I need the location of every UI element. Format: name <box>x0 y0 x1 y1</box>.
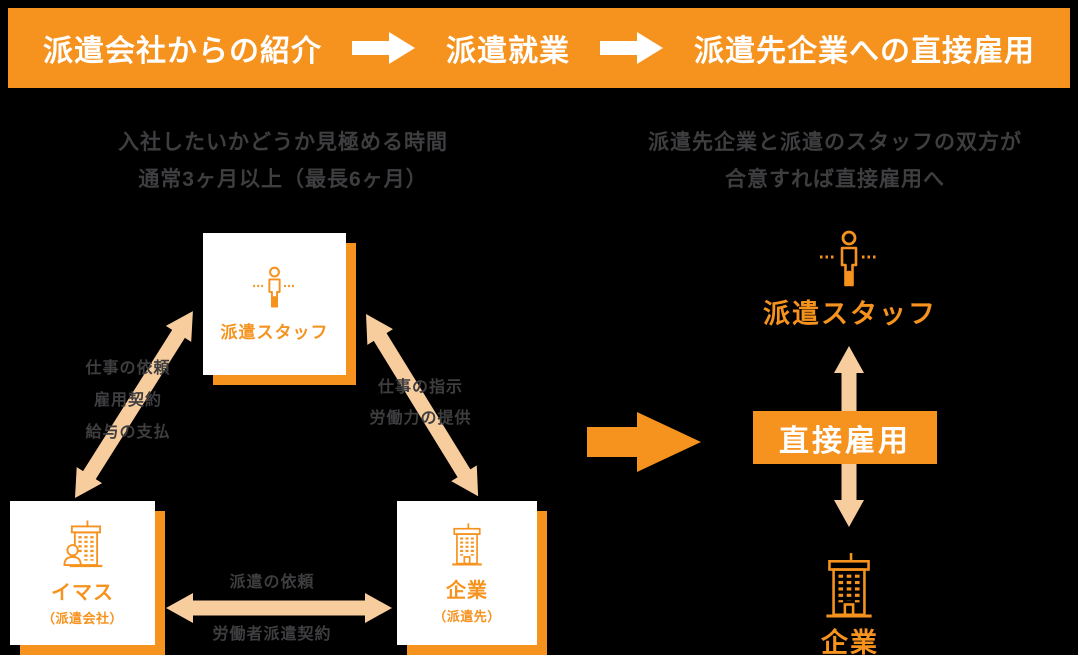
building-person-icon <box>62 520 102 568</box>
right-subtitle: 派遣先企業と派遣のスタッフの双方が 合意すれば直接雇用へ <box>610 124 1060 198</box>
left-subtitle-line1: 入社したいかどうか見極める時間 <box>118 131 448 154</box>
banner-step-direct-employment: 派遣先企業への直接雇用 <box>694 35 1035 68</box>
arrow-label-line: 仕事の依頼 <box>85 360 171 377</box>
arrow-label-line: 雇用契約 <box>93 392 162 409</box>
right-company-label: 企業 <box>821 628 879 655</box>
arrow-label-line: 給与の支払 <box>85 424 171 441</box>
staff-client-arrow-labels: 仕事の指示 労働力の提供 <box>353 372 488 434</box>
arrow-label-line: 労働力の提供 <box>369 410 472 427</box>
right-staff-label: 派遣スタッフ <box>763 299 937 329</box>
agency-box: イマス （派遣会社） <box>10 501 155 645</box>
left-subtitle-line2: 通常3ヶ月以上（最長6ヶ月） <box>138 168 428 191</box>
client-box: 企業 （派遣先） <box>397 501 537 645</box>
right-subtitle-line2: 合意すれば直接雇用へ <box>725 168 945 191</box>
staff-box: 派遣スタッフ <box>203 233 346 375</box>
client-box-sublabel: （派遣先） <box>433 608 501 624</box>
agency-box-sublabel: （派遣会社） <box>41 611 123 626</box>
arrow-label-line: 仕事の指示 <box>377 379 463 396</box>
direct-employment-box: 直接雇用 <box>753 411 937 464</box>
banner-step-introduction: 派遣会社からの紹介 <box>43 35 322 68</box>
direct-employment-label: 直接雇用 <box>779 424 911 458</box>
right-arrow-icon <box>352 32 415 64</box>
staff-box-label: 派遣スタッフ <box>220 322 329 342</box>
dispatch-contract-label: 労働者派遣契約 <box>212 626 332 643</box>
agency-box-label: イマス <box>51 582 114 604</box>
banner-step-dispatch-work: 派遣就業 <box>446 35 570 68</box>
building-icon <box>452 522 482 565</box>
client-box-label: 企業 <box>446 579 488 602</box>
dispatch-request-label: 派遣の依頼 <box>229 574 315 591</box>
transition-arrow <box>587 412 701 472</box>
person-icon <box>820 230 878 287</box>
building-icon <box>826 553 872 618</box>
right-subtitle-line1: 派遣先企業と派遣のスタッフの双方が <box>648 131 1022 154</box>
agency-client-arrow <box>166 593 392 623</box>
left-subtitle: 入社したいかどうか見極める時間 通常3ヶ月以上（最長6ヶ月） <box>33 124 533 198</box>
person-icon <box>253 266 296 308</box>
staff-agency-arrow-labels: 仕事の依頼 雇用契約 給与の支払 <box>58 353 198 449</box>
right-arrow-icon <box>600 32 663 64</box>
process-banner: 派遣会社からの紹介 派遣就業 派遣先企業への直接雇用 <box>8 8 1070 88</box>
